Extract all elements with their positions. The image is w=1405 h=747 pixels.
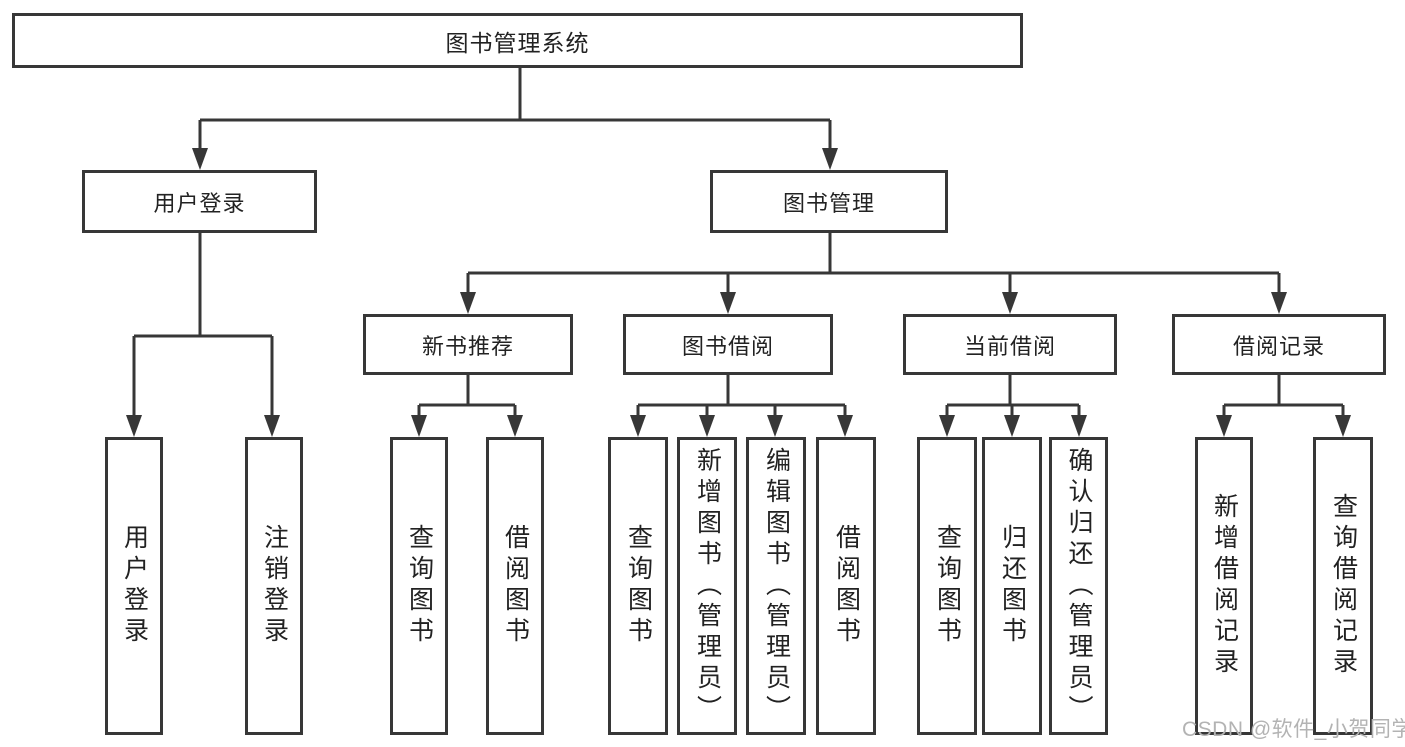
arrowheads [126,148,1351,437]
leaf-label: 编辑图书（管理员） [762,446,791,726]
arrowhead [1004,415,1020,437]
arrowhead [411,415,427,437]
node-book-management: 图书管理 [710,170,948,233]
arrowhead [126,415,142,437]
arrowhead [507,415,523,437]
node-borrowing-records: 借阅记录 [1172,314,1386,375]
arrowhead [720,292,736,314]
connector-path [132,68,1345,419]
node-book-borrowing: 图书借阅 [623,314,833,375]
leaf-label: 注销登录 [260,524,289,648]
arrowhead [264,415,280,437]
arrowhead [1271,292,1287,314]
arrowhead [460,292,476,314]
leaf-label: 查询借阅记录 [1329,493,1358,679]
csdn-watermark: CSDN @软件_小贺同学 [1182,718,1405,741]
arrowhead [192,148,208,170]
node-current-borrowing: 当前借阅 [903,314,1117,375]
leaf-label: 查询图书 [405,524,434,648]
leaf-newbook-query-books: 查询图书 [390,437,448,735]
leaf-label: 确认归还（管理员） [1065,446,1093,726]
leaf-records-query-record: 查询借阅记录 [1313,437,1373,735]
leaf-label: 用户登录 [120,524,149,648]
leaf-label: 新增图书（管理员） [693,446,722,726]
arrowhead [822,148,838,170]
leaf-current-confirm-return-admin: 确认归还（管理员） [1049,437,1108,735]
leaf-label: 借阅图书 [501,524,530,648]
arrowhead [767,415,783,437]
node-new-book-recommend: 新书推荐 [363,314,573,375]
arrowhead [1335,415,1351,437]
arrowhead [837,415,853,437]
leaf-borrowing-query-books: 查询图书 [608,437,668,735]
leaf-borrowing-add-books-admin: 新增图书（管理员） [677,437,737,735]
arrowhead [630,415,646,437]
leaf-label: 新增借阅记录 [1210,493,1239,679]
leaf-borrowing-borrow-books: 借阅图书 [816,437,876,735]
leaf-newbook-borrow-books: 借阅图书 [486,437,544,735]
node-library-system: 图书管理系统 [12,13,1023,68]
leaf-label: 借阅图书 [832,524,861,648]
leaf-user-login: 用户登录 [105,437,163,735]
arrowhead [1002,292,1018,314]
leaf-current-query-books: 查询图书 [917,437,977,735]
leaf-label: 查询图书 [624,524,653,648]
leaf-current-return-books: 归还图书 [982,437,1042,735]
leaf-label: 查询图书 [933,524,962,648]
arrowhead [1216,415,1232,437]
leaf-records-add-record: 新增借阅记录 [1195,437,1253,735]
leaf-logout: 注销登录 [245,437,303,735]
arrowhead [699,415,715,437]
leaf-borrowing-edit-books-admin: 编辑图书（管理员） [746,437,806,735]
arrowhead [939,415,955,437]
leaf-label: 归还图书 [998,524,1027,648]
arrowhead [1071,415,1087,437]
node-user-login: 用户登录 [82,170,317,233]
